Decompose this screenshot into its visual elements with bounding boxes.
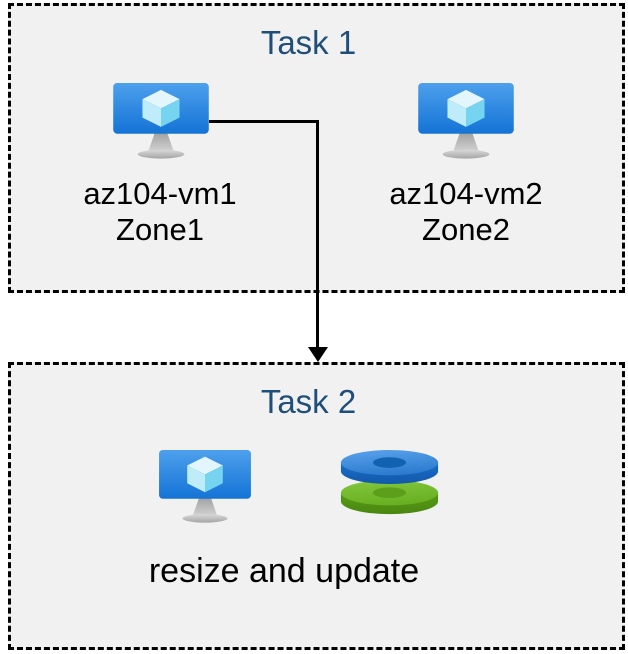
task2-box [8, 362, 625, 650]
vm2-zone: Zone2 [422, 212, 510, 247]
virtual-machine-icon [418, 83, 514, 159]
disks-icon [340, 449, 439, 515]
connector-line-vertical [316, 120, 319, 348]
arrow-head-icon [308, 347, 328, 362]
virtual-machine-icon [113, 83, 209, 159]
vm1-label: az104-vm1 Zone1 [35, 176, 285, 248]
vm2-label: az104-vm2 Zone2 [341, 176, 591, 248]
task1-title: Task 1 [260, 24, 357, 61]
task2-title: Task 2 [260, 383, 357, 420]
virtual-machine-icon [159, 450, 251, 523]
connector-line-horizontal [209, 120, 319, 123]
vm1-zone: Zone1 [116, 212, 204, 247]
task2-caption: resize and update [148, 552, 420, 590]
vm1-name: az104-vm1 [83, 176, 237, 211]
vm2-name: az104-vm2 [389, 176, 543, 211]
